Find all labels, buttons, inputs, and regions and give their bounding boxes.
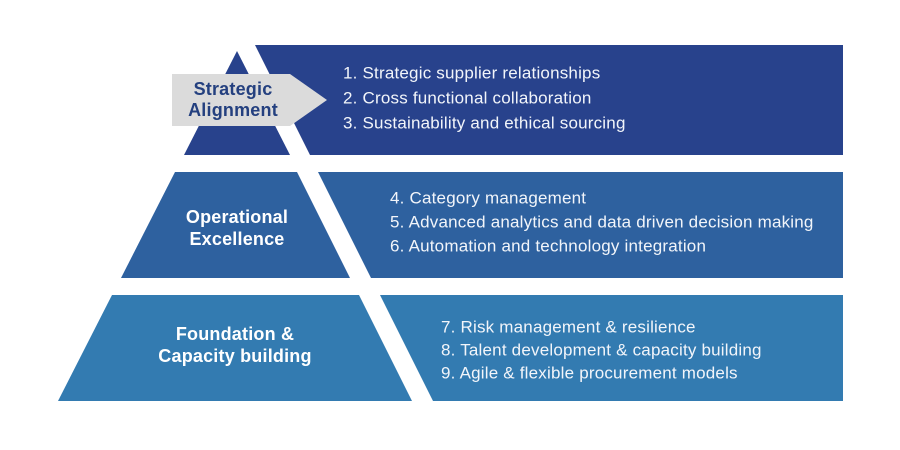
pyramid-bottom-trapezoid: [58, 295, 412, 401]
tier1-label-line1: Strategic: [194, 79, 273, 99]
tier-operational-excellence: Operational Excellence 4. Category manag…: [121, 172, 843, 278]
tier-foundation-capacity-building: Foundation & Capacity building 7. Risk m…: [58, 295, 843, 401]
tier2-label-line1: Operational: [186, 207, 288, 227]
tier1-items-bar: [255, 45, 843, 155]
tier3-item-1: 7. Risk management & resilience: [441, 318, 696, 337]
tier3-label-line1: Foundation &: [176, 324, 294, 344]
tier-strategic-alignment: 1. Strategic supplier relationships 2. C…: [172, 45, 843, 155]
tier1-item-2: 2. Cross functional collaboration: [343, 89, 592, 108]
strategic-alignment-arrow: [172, 74, 327, 126]
tier2-label-line2: Excellence: [189, 229, 284, 249]
tier2-item-1: 4. Category management: [390, 189, 586, 208]
tier1-item-1: 1. Strategic supplier relationships: [343, 64, 600, 83]
tier1-item-3: 3. Sustainability and ethical sourcing: [343, 114, 626, 133]
tier3-label-line2: Capacity building: [158, 346, 311, 366]
tier3-item-2: 8. Talent development & capacity buildin…: [441, 341, 762, 360]
tier3-items-bar: [380, 295, 843, 401]
pyramid-middle-trapezoid: [121, 172, 350, 278]
tier2-item-3: 6. Automation and technology integration: [390, 237, 706, 256]
tier2-items-bar: [318, 172, 843, 278]
tier3-item-3: 9. Agile & flexible procurement models: [441, 364, 738, 383]
tier2-item-2: 5. Advanced analytics and data driven de…: [390, 213, 814, 232]
tier1-label-line2: Alignment: [188, 100, 278, 120]
